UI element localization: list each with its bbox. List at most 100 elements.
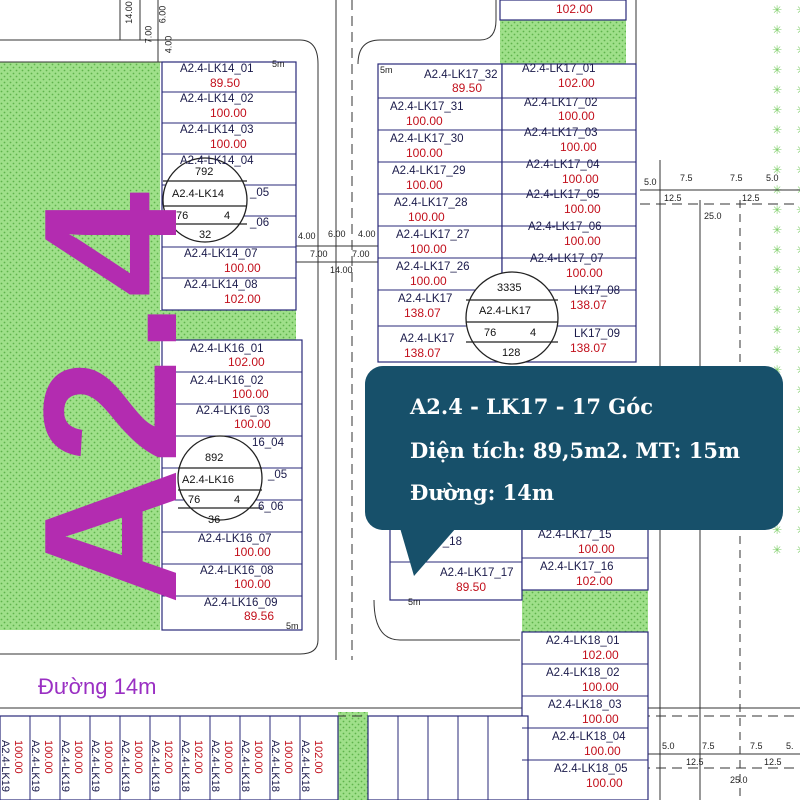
plot-name[interactable]: A2.4-LK18_03 <box>548 699 622 711</box>
plot-area: 100.00 <box>582 712 619 726</box>
plot-area: 100.00 <box>564 202 601 216</box>
plot-area: 100.00 <box>210 137 247 151</box>
info-road: Đường: 14m <box>410 480 555 505</box>
plot-name[interactable]: A2.4-LK19 <box>29 740 41 792</box>
plot-area: 102.00 <box>312 740 324 774</box>
plot-name[interactable]: A2.4-LK19 <box>0 740 11 792</box>
plot-name[interactable]: A2.4-LK17_17 <box>440 567 514 579</box>
plot-name[interactable]: A2.4-LK18_05 <box>554 763 628 775</box>
plot-name[interactable]: A2.4-LK19 <box>59 740 71 792</box>
plot-area: 89.50 <box>452 81 483 95</box>
plot-name[interactable]: A2.4-LK18 <box>179 740 191 792</box>
plot-area: 100.00 <box>406 178 443 192</box>
info-title: A2.4 - LK17 - 17 Góc <box>410 394 654 419</box>
plot-name[interactable]: A2.4-LK18 <box>299 740 311 792</box>
plot-area: 100.00 <box>582 680 619 694</box>
plot-name[interactable]: A2.4-LK16_02 <box>190 375 264 387</box>
plot-name[interactable]: _05 <box>250 187 270 199</box>
plot-name[interactable]: A2.4-LK17_05 <box>526 189 600 201</box>
plot-area: 102.00 <box>556 2 593 16</box>
setback-label: 5m <box>380 65 393 75</box>
plot-name[interactable]: 6_06 <box>258 501 284 513</box>
plot-area: 102.00 <box>228 355 265 369</box>
plot-area: 100.00 <box>578 542 615 556</box>
plot-name[interactable]: A2.4-LK17_07 <box>530 253 604 265</box>
dim-label: 25.0 <box>704 211 722 221</box>
block-left-value: 76 <box>188 494 201 506</box>
plot-name[interactable]: A2.4-LK18 <box>209 740 221 792</box>
plot-area: 100.00 <box>566 266 603 280</box>
plot-name[interactable]: LK17_08 <box>574 285 621 297</box>
plot-name[interactable]: A2.4-LK16_03 <box>196 405 270 417</box>
plot-area: 100.00 <box>234 545 271 559</box>
plot-name[interactable]: A2.4-LK17_03 <box>524 127 598 139</box>
plot-name[interactable]: A2.4-LK17_01 <box>522 63 596 75</box>
plot-name[interactable]: A2.4-LK18_04 <box>552 731 626 743</box>
plot-name[interactable]: A2.4-LK17 <box>400 333 455 345</box>
plot-area: 102.00 <box>558 76 595 90</box>
plot-name[interactable]: A2.4-LK14_08 <box>184 279 258 291</box>
plot-name[interactable]: A2.4-LK16_09 <box>204 597 278 609</box>
plot-name[interactable]: A2.4-LK17_32 <box>424 69 498 81</box>
plot-name[interactable]: A2.4-LK17_29 <box>392 165 466 177</box>
plot-name[interactable]: _06 <box>250 217 270 229</box>
plot-name[interactable]: A2.4-LK17_31 <box>390 101 464 113</box>
plot-name[interactable]: A2.4-LK16_07 <box>198 533 272 545</box>
plot-name[interactable]: A2.4-LK17_06 <box>528 221 602 233</box>
plot-area: 100.00 <box>234 577 271 591</box>
plot-name[interactable]: A2.4-LK18_02 <box>546 667 620 679</box>
plot-area: 100.00 <box>560 140 597 154</box>
plot-area: 100.00 <box>408 210 445 224</box>
plot-name[interactable]: A2.4-LK17_15 <box>538 529 612 541</box>
dim-label: 25.0 <box>730 775 748 785</box>
plot-area: 100.00 <box>222 740 234 774</box>
green-top-right <box>500 20 626 64</box>
block-left-value: 76 <box>176 210 189 222</box>
plot-area: 102.00 <box>582 648 619 662</box>
plot-area: 89.56 <box>244 609 275 623</box>
plot-name[interactable]: A2.4-LK17_27 <box>396 229 470 241</box>
plot-name[interactable]: A2.4-LK17_04 <box>526 159 600 171</box>
plot-name[interactable]: A2.4-LK18_01 <box>546 635 620 647</box>
plot-name[interactable]: 16_04 <box>252 437 284 449</box>
block-circles <box>162 157 559 521</box>
info-callout[interactable] <box>365 366 783 530</box>
setback-label: 5m <box>408 597 421 607</box>
block-right-value: 4 <box>530 327 537 339</box>
plot-name[interactable]: A2.4-LK14_03 <box>180 124 254 136</box>
dim-label: 5.0 <box>644 177 657 187</box>
plot-name[interactable]: A2.4-LK14_07 <box>184 248 258 260</box>
plot-area: 89.50 <box>456 580 487 594</box>
plot-name[interactable]: A2.4-LK17_02 <box>524 97 598 109</box>
plot-area: 100.00 <box>224 261 261 275</box>
block-name: A2.4-LK14 <box>172 188 224 200</box>
plot-name[interactable]: A2.4-LK19 <box>149 740 161 792</box>
plot-area: 100.00 <box>282 740 294 774</box>
plot-area: 100.00 <box>410 274 447 288</box>
plot-name[interactable]: A2.4-LK18 <box>239 740 251 792</box>
plot-name[interactable]: A2.4-LK14_04 <box>180 155 254 167</box>
dim-label: 14.00 <box>330 265 353 275</box>
plot-area: 138.07 <box>570 341 607 355</box>
plot-name[interactable]: LK17_09 <box>574 328 621 340</box>
plot-name[interactable]: A2.4-LK14_01 <box>180 63 254 75</box>
plot-area: 89.50 <box>210 76 241 90</box>
plot-name[interactable]: A2.4-LK18 <box>269 740 281 792</box>
plot-name[interactable]: 17_18 <box>430 536 462 548</box>
plot-name[interactable]: A2.4-LK16_08 <box>200 565 274 577</box>
plot-area: 138.07 <box>570 298 607 312</box>
block-bottom-value: 36 <box>208 514 221 526</box>
plot-name[interactable]: A2.4-LK17_16 <box>540 561 614 573</box>
plot-name[interactable]: A2.4-LK17 <box>398 293 453 305</box>
plot-name[interactable]: A2.4-LK17_30 <box>390 133 464 145</box>
plot-name[interactable]: _05 <box>268 469 288 481</box>
dim-label: 5.0 <box>662 741 675 751</box>
block-name: A2.4-LK17 <box>479 305 531 317</box>
plot-name[interactable]: A2.4-LK16_01 <box>190 343 264 355</box>
plot-name[interactable]: A2.4-LK17_26 <box>396 261 470 273</box>
plot-name[interactable]: A2.4-LK14_02 <box>180 93 254 105</box>
plot-name[interactable]: A2.4-LK19 <box>89 740 101 792</box>
plot-name[interactable]: A2.4-LK19 <box>119 740 131 792</box>
plot-area: 102.00 <box>192 740 204 774</box>
plot-name[interactable]: A2.4-LK17_28 <box>394 197 468 209</box>
